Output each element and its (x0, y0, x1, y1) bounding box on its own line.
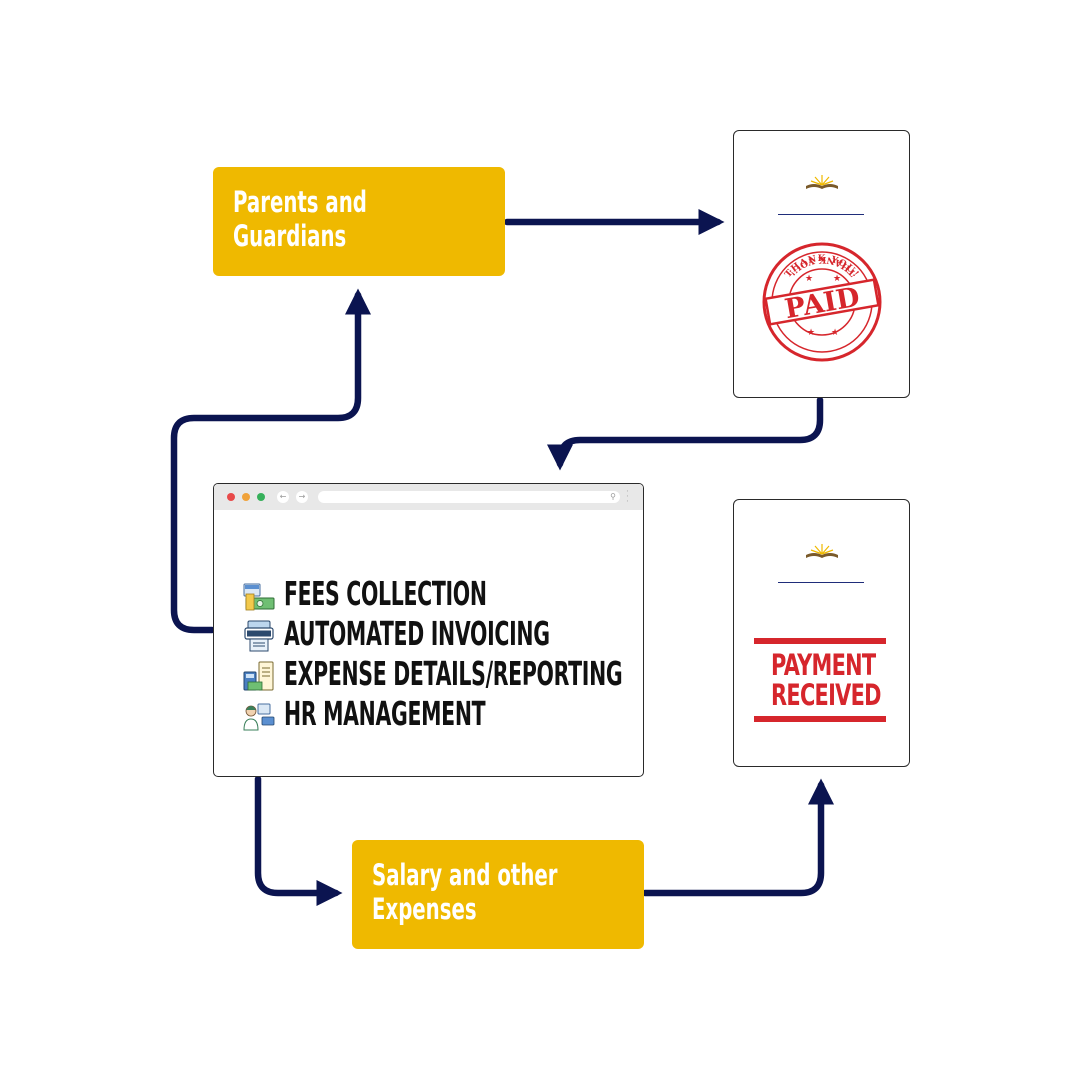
paid-stamp: THANK YOU! THANK YOU! PAID ★ ★ ★ ★ (762, 242, 882, 362)
received-receipt-rule (778, 582, 864, 583)
feature-item: FEES COLLECTION (242, 574, 642, 614)
feature-list: FEES COLLECTION AUTOMATED INVOICING (242, 574, 642, 734)
hr-person-icon (243, 703, 275, 731)
feature-label: HR MANAGEMENT (284, 694, 486, 733)
feature-label: EXPENSE DETAILS/REPORTING (284, 654, 623, 693)
payment-received-line-1: PAYMENT (771, 648, 876, 682)
arrow-paid-to-browser (547, 396, 824, 471)
stamp-top-bar (754, 638, 886, 644)
parents-guardians-box: Parents and Guardians (213, 167, 505, 276)
close-window-dot[interactable] (227, 493, 235, 501)
more-menu-icon[interactable]: ··· (626, 487, 629, 507)
expense-report-icon (243, 661, 274, 691)
svg-text:THANK YOU!: THANK YOU! (786, 254, 859, 278)
stamp-star-icon: ★ (833, 274, 841, 284)
stamp-star-icon: ★ (807, 328, 815, 338)
feature-label: AUTOMATED INVOICING (284, 614, 550, 653)
sunrise-book-logo-icon (806, 175, 838, 189)
salary-line-1: Salary and other (372, 858, 558, 892)
parents-line-1: Parents and (233, 185, 367, 219)
salary-line-2: Expenses (372, 892, 477, 926)
invoice-printer-icon (244, 620, 274, 652)
fees-cash-icon (243, 583, 275, 611)
maximize-window-dot[interactable] (257, 493, 265, 501)
feature-item: EXPENSE DETAILS/REPORTING (242, 654, 642, 694)
salary-expenses-box: Salary and other Expenses (352, 840, 644, 949)
address-bar[interactable]: ⚲ (318, 491, 620, 503)
paid-receipt-card: THANK YOU! THANK YOU! PAID ★ ★ ★ ★ (733, 130, 910, 398)
feature-label: FEES COLLECTION (284, 574, 487, 613)
paid-stamp-bottom-arc: THANK YOU! (786, 254, 859, 278)
feature-item: HR MANAGEMENT (242, 694, 642, 734)
payment-received-stamp: PAYMENT RECEIVED (752, 636, 892, 726)
received-receipt-card: PAYMENT RECEIVED (733, 499, 910, 767)
parents-guardians-label: Parents and Guardians (233, 185, 404, 253)
salary-expenses-label: Salary and other Expenses (372, 858, 558, 926)
arrow-browser-to-parents (170, 288, 371, 634)
feature-item: AUTOMATED INVOICING (242, 614, 642, 654)
arrow-browser-to-salary (254, 775, 343, 906)
stamp-star-icon: ★ (805, 274, 813, 284)
parents-line-2: Guardians (233, 219, 347, 253)
payment-received-line-2: RECEIVED (771, 678, 881, 712)
stamp-star-icon: ★ (831, 328, 839, 338)
stamp-bottom-bar (754, 716, 886, 722)
paid-receipt-rule (778, 214, 864, 215)
browser-window: ← → ⚲ ··· FEES COLLECTION (213, 483, 644, 777)
back-arrow-icon[interactable]: ← (277, 491, 289, 503)
browser-toolbar: ← → ⚲ ··· (214, 484, 643, 510)
forward-arrow-icon[interactable]: → (296, 491, 308, 503)
minimize-window-dot[interactable] (242, 493, 250, 501)
search-icon: ⚲ (610, 492, 616, 501)
payment-received-text: PAYMENT RECEIVED (752, 650, 888, 710)
arrow-salary-to-received (641, 778, 834, 897)
sunrise-book-logo-icon (806, 544, 838, 558)
